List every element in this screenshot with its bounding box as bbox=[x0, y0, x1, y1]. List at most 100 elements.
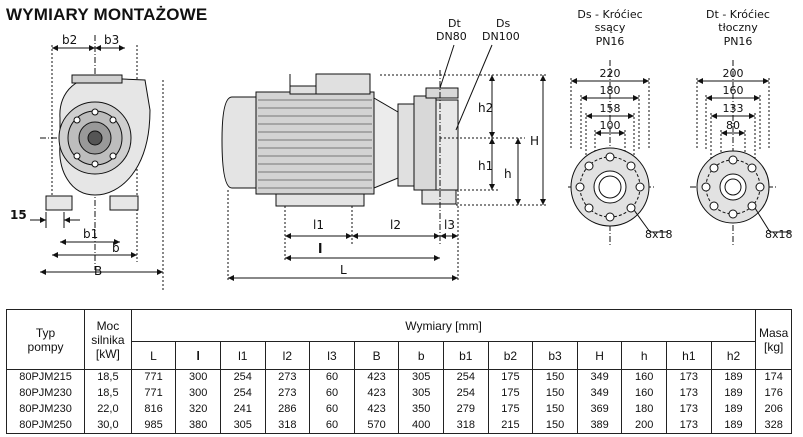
header-l3: l3 bbox=[309, 341, 355, 370]
cell-dimension: 279 bbox=[442, 401, 489, 418]
label-h2: h2 bbox=[478, 101, 493, 115]
suction-flange-labels: Ds - Króćiec ssący PN16 220 180 158 100 … bbox=[577, 8, 672, 241]
discharge-holes: 8x18 bbox=[765, 228, 793, 241]
cell-dimension: 150 bbox=[532, 417, 578, 434]
label-L: L bbox=[340, 263, 347, 277]
cell-pump-type: 80PJM215 bbox=[5, 369, 86, 386]
mounting-drawings: b2 b3 15 b1 b B bbox=[10, 8, 793, 290]
cell-dimension: 273 bbox=[264, 369, 311, 386]
cell-pump-type: 80PJM230 bbox=[5, 385, 86, 402]
cell-dimension: 173 bbox=[666, 369, 712, 386]
suction-flange-title: Ds - Króćiec bbox=[577, 8, 642, 21]
cell-dimension: 273 bbox=[264, 385, 311, 402]
cell-dimension: 318 bbox=[264, 417, 311, 434]
cell-power: 22,0 bbox=[84, 401, 132, 418]
cell-dimension: 254 bbox=[219, 385, 266, 402]
header-L: L bbox=[130, 341, 177, 370]
cell-dimension: 286 bbox=[264, 401, 311, 418]
cell-power: 30,0 bbox=[84, 417, 132, 434]
cell-mass: 176 bbox=[755, 385, 792, 402]
cell-dimension: 60 bbox=[309, 385, 355, 402]
header-l2: l2 bbox=[264, 341, 311, 370]
cell-dimension: 160 bbox=[621, 369, 668, 386]
label-dt: Dt bbox=[448, 17, 461, 30]
front-view bbox=[30, 35, 164, 290]
cell-dimension: 173 bbox=[666, 385, 712, 402]
header-b: b bbox=[398, 341, 444, 370]
cell-dimension: 369 bbox=[576, 401, 623, 418]
cell-dimension: 173 bbox=[666, 417, 712, 434]
header-mass: Masa [kg] bbox=[755, 309, 792, 370]
label-h: h bbox=[504, 167, 512, 181]
cell-dimension: 318 bbox=[442, 417, 489, 434]
header-power-line3: [kW] bbox=[95, 346, 120, 361]
suction-dim-180: 180 bbox=[600, 84, 621, 97]
cell-dimension: 254 bbox=[219, 369, 266, 386]
cell-dimension: 215 bbox=[487, 417, 534, 434]
cell-mass: 174 bbox=[755, 369, 792, 386]
discharge-flange-subtitle: tłoczny bbox=[718, 21, 758, 34]
cell-dimension: 189 bbox=[710, 385, 757, 402]
cell-dimension: 60 bbox=[309, 417, 355, 434]
cell-dimension: 254 bbox=[442, 369, 489, 386]
cell-power: 18,5 bbox=[84, 369, 132, 386]
header-H: H bbox=[576, 341, 623, 370]
discharge-flange-title: Dt - Króćiec bbox=[706, 8, 770, 21]
cell-mass: 206 bbox=[755, 401, 792, 418]
label-l3: l3 bbox=[444, 218, 455, 232]
discharge-dim-80: 80 bbox=[726, 119, 740, 132]
label-b1: b1 bbox=[83, 227, 98, 241]
header-mass-line2: [kg] bbox=[764, 339, 784, 354]
cell-dimension: 150 bbox=[532, 401, 578, 418]
cell-dimension: 60 bbox=[309, 369, 355, 386]
side-view-labels: Dt DN80 Ds DN100 h2 h1 h H l1 l2 l3 l L bbox=[313, 17, 539, 277]
label-15: 15 bbox=[10, 208, 27, 222]
discharge-flange bbox=[690, 60, 790, 245]
header-type: Typ pompy bbox=[5, 309, 86, 370]
suction-flange-pressure: PN16 bbox=[596, 35, 625, 48]
discharge-flange-pressure: PN16 bbox=[724, 35, 753, 48]
cell-dimension: 389 bbox=[576, 417, 623, 434]
label-l2: l2 bbox=[390, 218, 401, 232]
cell-dimension: 423 bbox=[353, 369, 400, 386]
cell-dimension: 350 bbox=[398, 401, 444, 418]
label-b3: b3 bbox=[104, 33, 119, 47]
header-b3: b3 bbox=[532, 341, 578, 370]
label-l1: l1 bbox=[313, 218, 324, 232]
cell-pump-type: 80PJM230 bbox=[5, 401, 86, 418]
cell-dimension: 150 bbox=[532, 369, 578, 386]
suction-dim-100: 100 bbox=[600, 119, 621, 132]
page-title: WYMIARY MONTAŻOWE bbox=[6, 5, 208, 24]
label-ds: Ds bbox=[496, 17, 510, 30]
header-h2: h2 bbox=[710, 341, 757, 370]
label-dn80: DN80 bbox=[436, 30, 467, 43]
cell-dimension: 300 bbox=[175, 369, 221, 386]
cell-dimension: 189 bbox=[710, 417, 757, 434]
cell-dimension: 175 bbox=[487, 401, 534, 418]
suction-dim-220: 220 bbox=[600, 67, 621, 80]
discharge-dim-133: 133 bbox=[723, 102, 744, 115]
discharge-dim-200: 200 bbox=[723, 67, 744, 80]
cell-dimension: 175 bbox=[487, 369, 534, 386]
header-type-line1: Typ bbox=[35, 325, 56, 340]
cell-dimension: 423 bbox=[353, 385, 400, 402]
header-h1: h1 bbox=[666, 341, 712, 370]
dimensions-table: Typ pompy Moc silnika [kW] Wymiary [mm] … bbox=[5, 309, 792, 434]
cell-power: 18,5 bbox=[84, 385, 132, 402]
front-view-labels: b2 b3 15 b1 b B bbox=[10, 33, 120, 278]
header-h: h bbox=[621, 341, 668, 370]
label-B: B bbox=[94, 264, 102, 278]
label-dn100: DN100 bbox=[482, 30, 520, 43]
header-l1: l1 bbox=[219, 341, 266, 370]
cell-dimension: 771 bbox=[130, 369, 177, 386]
cell-dimension: 771 bbox=[130, 385, 177, 402]
cell-dimension: 189 bbox=[710, 401, 757, 418]
suction-flange-subtitle: ssący bbox=[595, 21, 626, 34]
cell-dimension: 816 bbox=[130, 401, 177, 418]
label-l: l bbox=[318, 242, 322, 257]
cell-dimension: 173 bbox=[666, 401, 712, 418]
cell-dimension: 241 bbox=[219, 401, 266, 418]
